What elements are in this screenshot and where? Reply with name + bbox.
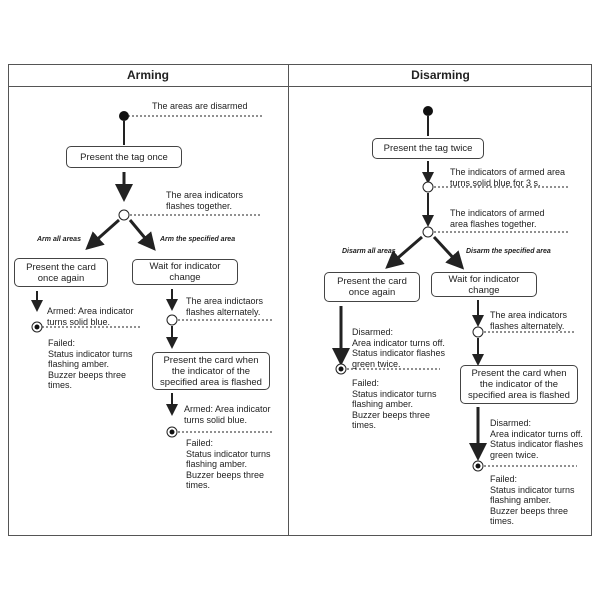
box-present-when-flashed: Present the card when the indicator of t… — [152, 352, 270, 390]
end-node-core — [475, 463, 481, 469]
state-node — [422, 226, 434, 238]
column-divider — [288, 64, 289, 536]
box-present-card-again: Present the card once again — [324, 272, 420, 302]
note-failed-specified: Failed: Status indicator turns flashing … — [186, 438, 271, 490]
note-failed-specified: Failed: Status indicator turns flashing … — [490, 474, 575, 526]
header-divider — [8, 86, 592, 87]
note-alternate: The area indicators flashes alternately. — [490, 310, 568, 331]
branch-disarm-all: Disarm all areas — [342, 248, 396, 255]
flow-arrow — [432, 235, 465, 270]
end-node-core — [338, 366, 344, 372]
note-disarmed-specified: Disarmed: Area indicator turns off. Stat… — [490, 418, 584, 460]
branch-arm-specified: Arm the specified area — [160, 236, 236, 243]
note-solid-blue: The indicators of armed area turns solid… — [450, 167, 566, 188]
branch-disarm-specified: Disarm the specified area — [466, 248, 551, 255]
note-failed-all: Failed: Status indicator turns flashing … — [352, 378, 437, 430]
box-present-card-again: Present the card once again — [14, 258, 108, 287]
note-failed-all: Failed: Status indicator turns flashing … — [48, 338, 133, 390]
note-armed-all: Armed: Area indicator turns solid blue. — [47, 306, 134, 327]
note-flash-together: The indicators of armed area flashes tog… — [450, 208, 545, 229]
note-areas-disarmed: The areas are disarmed — [152, 101, 248, 111]
state-node — [472, 326, 484, 338]
note-armed-specified: Armed: Area indicator turns solid blue. — [184, 404, 271, 425]
start-node — [119, 111, 129, 121]
note-flash-together: The area indicators flashes together. — [166, 190, 244, 211]
flow-arrow — [128, 219, 156, 251]
box-present-when-flashed: Present the card when the indicator of t… — [460, 365, 578, 404]
box-present-tag-once: Present the tag once — [66, 146, 182, 168]
box-wait-indicator: Wait for indicator change — [132, 259, 238, 285]
box-wait-indicator: Wait for indicator change — [431, 272, 537, 297]
flow-arrow — [385, 235, 423, 269]
disarming-title: Disarming — [411, 68, 470, 82]
box-present-tag-twice: Present the tag twice — [372, 138, 484, 159]
flow-arrow — [85, 218, 120, 250]
state-node — [166, 314, 178, 326]
arming-title: Arming — [127, 68, 169, 82]
end-node-core — [169, 429, 175, 435]
state-node — [118, 209, 130, 221]
state-node — [422, 181, 434, 193]
diagram-frame — [8, 64, 592, 536]
note-disarmed-all: Disarmed: Area indicator turns off. Stat… — [352, 327, 446, 369]
note-alternate: The area indictaors flashes alternately. — [186, 296, 264, 317]
start-node — [423, 106, 433, 116]
end-node-core — [34, 324, 40, 330]
branch-arm-all: Arm all areas — [37, 236, 81, 243]
